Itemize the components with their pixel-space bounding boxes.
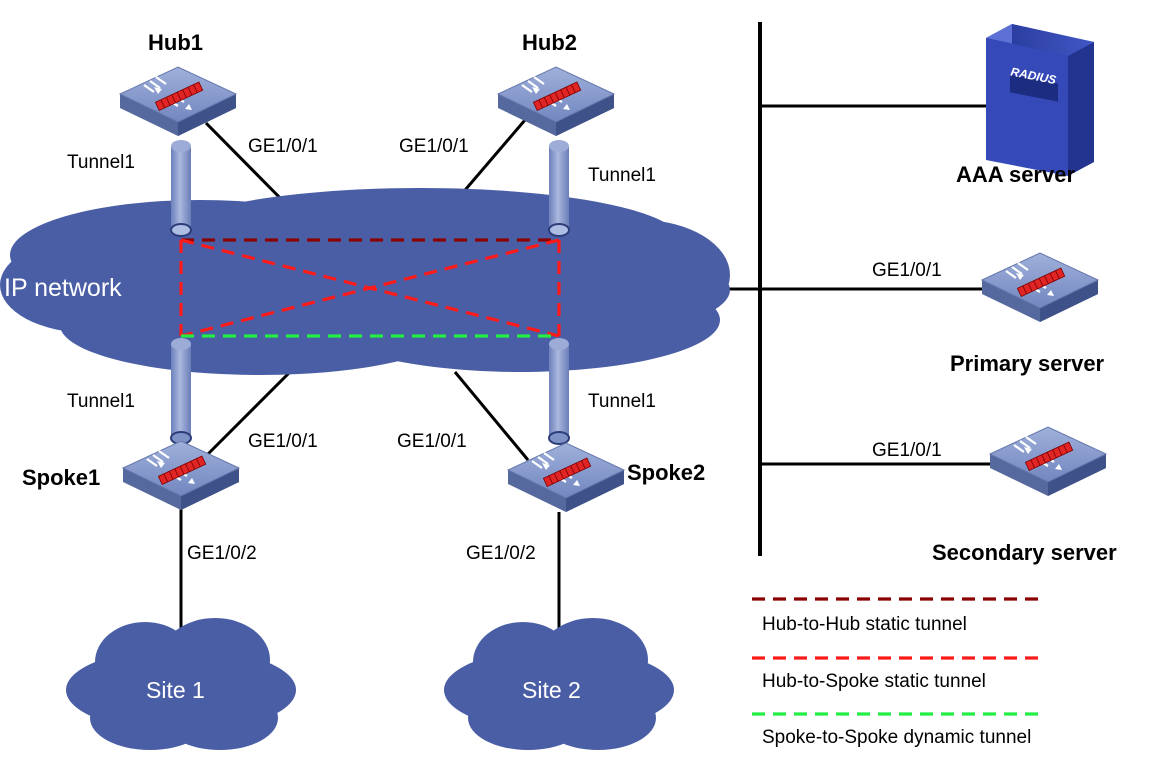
link-spoke2-ge <box>453 371 530 461</box>
link-spoke1-ge <box>204 370 292 458</box>
link-hub1-ge <box>204 121 294 212</box>
tunnel-tube-spoke2 <box>548 338 570 445</box>
hub1-tunnel-label: Tunnel1 <box>67 152 135 173</box>
site2-label: Site 2 <box>522 677 581 703</box>
hub1-label: Hub1 <box>148 30 203 55</box>
spoke1-label: Spoke1 <box>22 465 100 490</box>
tunnel-tube-hub1 <box>170 140 192 237</box>
site2-cloud <box>444 618 674 750</box>
hub2-spoke1-tunnel <box>180 238 560 338</box>
spoke1-device-icon[interactable] <box>121 439 241 512</box>
secondary-server-device-icon[interactable] <box>988 425 1108 498</box>
legend-hub-to-spoke-label: Hub-to-Spoke static tunnel <box>762 671 986 692</box>
spoke2-ge-label: GE1/0/1 <box>397 431 467 452</box>
hub2-device-icon[interactable] <box>496 65 616 138</box>
spoke1-ge-label: GE1/0/1 <box>248 431 318 452</box>
hub2-tunnel-label: Tunnel1 <box>588 165 656 186</box>
legend-spoke-to-spoke-label: Spoke-to-Spoke dynamic tunnel <box>762 727 1031 748</box>
hub1-ge-label: GE1/0/1 <box>248 136 318 157</box>
site1-cloud <box>66 618 296 750</box>
legend-hub-to-hub-label: Hub-to-Hub static tunnel <box>762 614 967 635</box>
aaa-server-label: AAA server <box>956 162 1075 187</box>
hub2-ge-label: GE1/0/1 <box>399 136 469 157</box>
primary-server-label: Primary server <box>950 351 1105 376</box>
spoke2-lan-label: GE1/0/2 <box>466 543 536 564</box>
secondary-server-label: Secondary server <box>932 540 1117 565</box>
primary-server-device-icon[interactable] <box>980 251 1100 324</box>
spoke2-label: Spoke2 <box>627 460 705 485</box>
spoke2-tunnel-label: Tunnel1 <box>588 391 656 412</box>
spoke1-lan-label: GE1/0/2 <box>187 543 257 564</box>
secondary-ge-label: GE1/0/1 <box>872 440 942 461</box>
tunnel-tube-spoke1 <box>170 338 192 445</box>
spoke2-device-icon[interactable] <box>506 441 626 514</box>
spoke1-tunnel-label: Tunnel1 <box>67 391 135 412</box>
tunnel-tube-hub2 <box>548 140 570 237</box>
site1-label: Site 1 <box>146 677 205 703</box>
legend: Hub-to-Hub static tunnel Hub-to-Spoke st… <box>752 597 1040 748</box>
hub1-device-icon[interactable] <box>118 65 238 138</box>
ip-network-label: IP network <box>4 274 122 302</box>
hub2-label: Hub2 <box>522 30 577 55</box>
ip-network-cloud <box>0 188 730 375</box>
radius-server-icon[interactable]: RADIUS <box>986 24 1094 176</box>
primary-ge-label: GE1/0/1 <box>872 260 942 281</box>
